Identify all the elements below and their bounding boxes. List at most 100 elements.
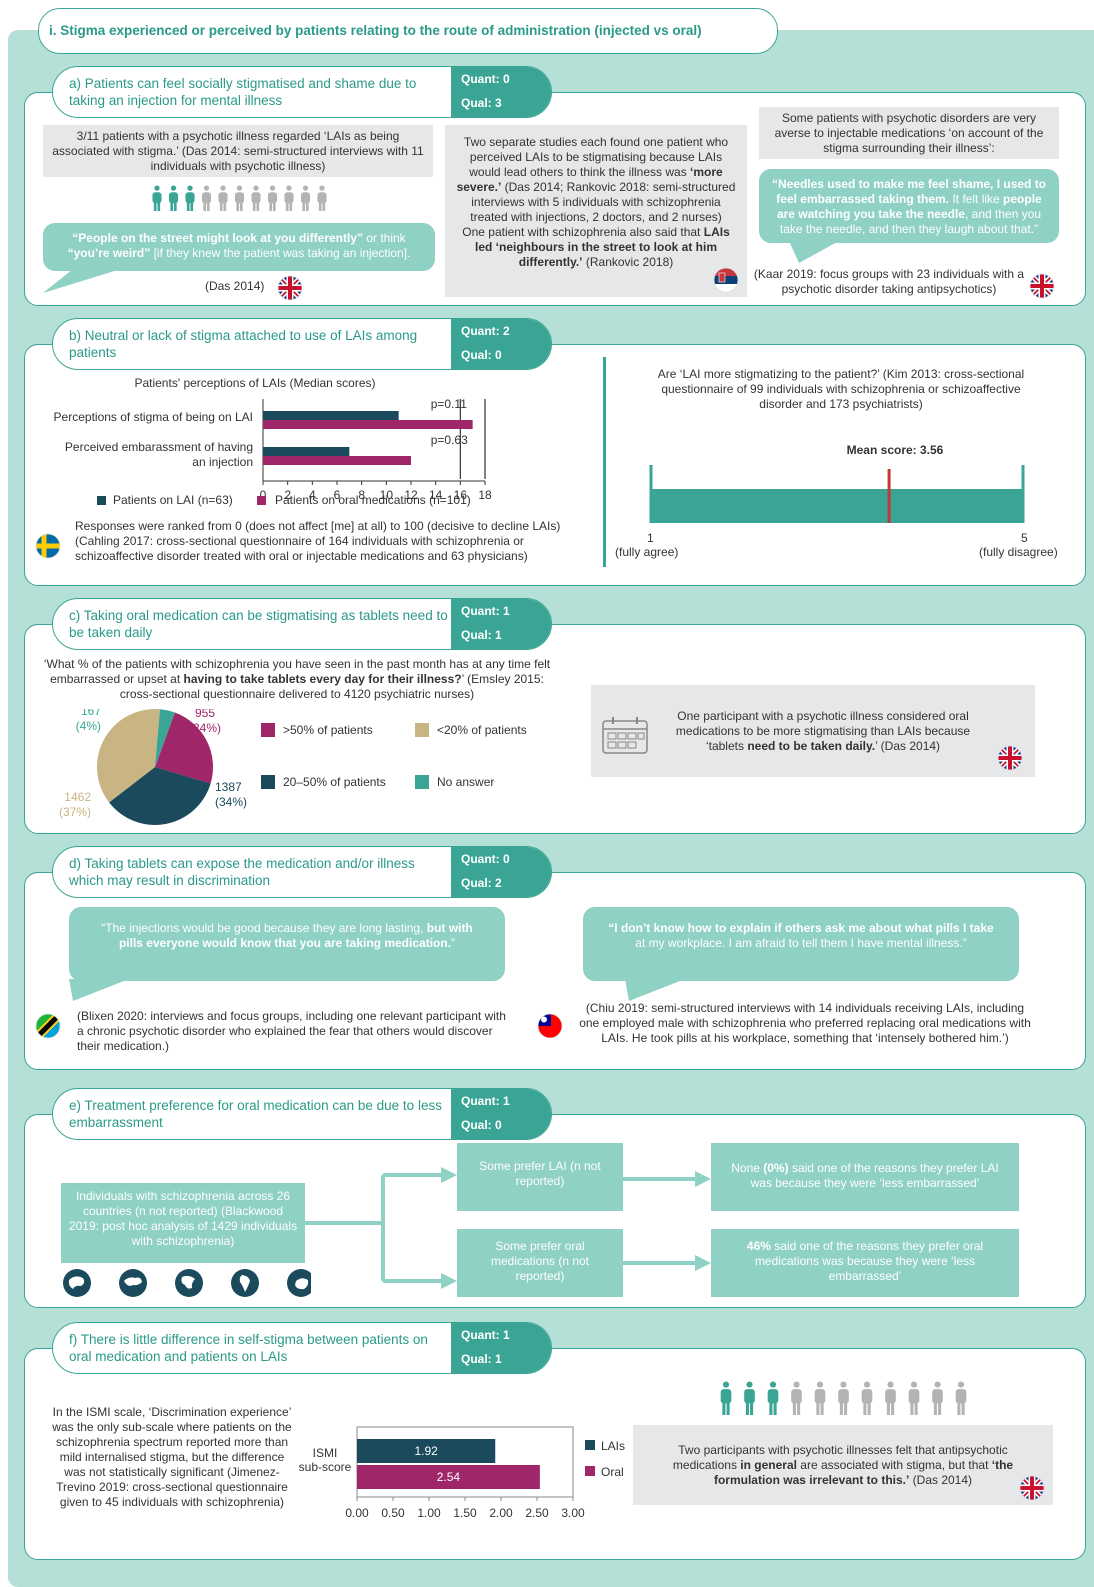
flow-arrows bbox=[305, 1167, 711, 1289]
prefer-oral-box: Some prefer oral medications (n not repo… bbox=[457, 1229, 623, 1297]
person-icon bbox=[791, 1381, 802, 1415]
ismi-text: In the ISMI scale, ‘Discrimination exper… bbox=[52, 1405, 292, 1509]
tick-label: 1.50 bbox=[453, 1506, 477, 1520]
person-icon bbox=[838, 1381, 849, 1415]
legend-label: 20–50% of patients bbox=[283, 775, 386, 789]
tick-label: 4 bbox=[309, 488, 316, 502]
result-oral-box: 46% said one of the reasons they prefer … bbox=[711, 1229, 1019, 1297]
person-icon bbox=[744, 1381, 755, 1415]
person-icon bbox=[152, 185, 162, 211]
axis-label: ISMI bbox=[313, 1446, 338, 1460]
tick-label: 2.00 bbox=[489, 1506, 513, 1520]
pie-slice bbox=[96, 709, 160, 803]
formulation-box: Two participants with psychotic illnesse… bbox=[633, 1425, 1053, 1505]
person-icon bbox=[814, 1381, 826, 1415]
legend-label-oral: Patients on oral medications (n=101) bbox=[275, 493, 471, 507]
bubble-tail bbox=[789, 241, 839, 263]
bar bbox=[263, 456, 411, 465]
sweden-flag-icon bbox=[35, 533, 61, 562]
quant-count: Quant: 1 bbox=[461, 1328, 510, 1342]
pie-chart: 955(24%)1387(34%)1462(37%)167(4%)>50% of… bbox=[59, 709, 527, 825]
tablets-daily-box: One participant with a psychotic illness… bbox=[591, 685, 1035, 777]
uk-flag-icon bbox=[1029, 273, 1055, 302]
legend-label: >50% of patients bbox=[283, 723, 373, 737]
section-f: In the ISMI scale, ‘Discrimination exper… bbox=[24, 1348, 1086, 1560]
quant-count: Quant: 1 bbox=[461, 1094, 510, 1108]
page-title: i. Stigma experienced or perceived by pa… bbox=[38, 8, 778, 54]
quote-bubble-workplace: “I don’t know how to explain if others a… bbox=[583, 907, 1019, 981]
quant-count: Quant: 0 bbox=[461, 852, 510, 866]
section-d: “The injections would be good because th… bbox=[24, 872, 1086, 1070]
legend-label-lai: Patients on LAI (n=63) bbox=[113, 493, 233, 507]
person-icon bbox=[300, 185, 311, 211]
calendar-icon bbox=[602, 717, 648, 754]
globe-row bbox=[61, 1267, 315, 1299]
tick-label: 0.50 bbox=[381, 1506, 405, 1520]
citation-kaar: (Kaar 2019: focus groups with 23 individ… bbox=[753, 267, 1025, 296]
quote-bubble-street: “People on the street might look at you … bbox=[43, 223, 435, 271]
uk-flag-icon bbox=[1019, 1475, 1045, 1504]
tick-label: 0 bbox=[260, 488, 267, 502]
quote-bubble-needles: “Needles used to make me feel shame, I u… bbox=[759, 169, 1059, 243]
section-d-header: d) Taking tablets can expose the medicat… bbox=[52, 846, 552, 898]
slice-value-label: 1387 bbox=[215, 780, 242, 794]
qual-count: Qual: 0 bbox=[461, 1118, 502, 1132]
person-icon bbox=[284, 185, 294, 211]
quant-count: Quant: 1 bbox=[461, 604, 510, 618]
tick-label: 8 bbox=[358, 488, 365, 502]
tick-label: 6 bbox=[334, 488, 341, 502]
quant-count: Quant: 2 bbox=[461, 324, 510, 338]
person-pictogram bbox=[151, 185, 331, 211]
section-e: Individuals with schizophrenia across 26… bbox=[24, 1114, 1086, 1308]
person-icon bbox=[955, 1381, 967, 1415]
slice-value-label: 1462 bbox=[64, 790, 91, 804]
bubble-tail bbox=[69, 979, 129, 1001]
section-a: 3/11 patients with a psychotic illness r… bbox=[24, 92, 1086, 306]
bar bbox=[263, 420, 473, 429]
bar bbox=[263, 411, 399, 420]
person-icon bbox=[720, 1381, 732, 1415]
section-b: Patients' perceptions of LAIs (Median sc… bbox=[24, 344, 1086, 586]
quant-count: Quant: 0 bbox=[461, 72, 510, 86]
citation-chiu: (Chiu 2019: semi-structured interviews w… bbox=[579, 1001, 1031, 1045]
person-icon bbox=[932, 1381, 943, 1415]
person-icon bbox=[908, 1381, 920, 1415]
p-value-label: p=0.63 bbox=[431, 433, 468, 447]
tick-label: 10 bbox=[380, 488, 394, 502]
p-value-label: p=0.11 bbox=[431, 397, 467, 411]
bar-value-label: 1.92 bbox=[414, 1444, 438, 1458]
qual-count: Qual: 2 bbox=[461, 876, 502, 890]
legend-swatch bbox=[415, 723, 429, 737]
uk-flag-icon bbox=[277, 275, 303, 304]
person-icon bbox=[218, 185, 228, 211]
bar bbox=[357, 1439, 496, 1463]
legend-swatch bbox=[585, 1440, 595, 1450]
stat-box-severity: Two separate studies each found one pati… bbox=[445, 125, 747, 297]
legend-swatch bbox=[261, 723, 275, 737]
uk-flag-icon bbox=[997, 745, 1023, 774]
scale-min: 1 bbox=[647, 531, 654, 545]
prefer-lai-box: Some prefer LAI (n not reported) bbox=[457, 1143, 623, 1211]
axis-label: sub-score bbox=[299, 1460, 352, 1474]
section-c-header: c) Taking oral medication can be stigmat… bbox=[52, 598, 552, 650]
slice-percent-label: (34%) bbox=[215, 795, 247, 809]
category-label: an injection bbox=[192, 455, 253, 469]
category-label: Perceptions of stigma of being on LAI bbox=[54, 410, 253, 424]
tick-label: 14 bbox=[429, 488, 443, 502]
slice-percent-label: (37%) bbox=[59, 805, 91, 819]
qual-count: Qual: 1 bbox=[461, 1352, 502, 1366]
legend-swatch-oral bbox=[257, 496, 266, 505]
person-icon bbox=[251, 185, 261, 211]
tick-label: 18 bbox=[478, 488, 492, 502]
pie-slice bbox=[155, 709, 175, 767]
likert-scale bbox=[647, 463, 1027, 525]
slice-percent-label: (4%) bbox=[76, 719, 101, 733]
median-scores-chart: Patients' perceptions of LAIs (Median sc… bbox=[54, 376, 492, 502]
bubble-tail bbox=[43, 269, 121, 293]
slice-percent-label: (24%) bbox=[189, 721, 221, 735]
globe-icon bbox=[175, 1269, 203, 1297]
slice-value-label: 955 bbox=[195, 709, 215, 720]
scale-min-label: (fully agree) bbox=[615, 545, 679, 559]
qual-count: Qual: 0 bbox=[461, 348, 502, 362]
citation-blixen: (Blixen 2020: interviews and focus group… bbox=[77, 1009, 506, 1053]
